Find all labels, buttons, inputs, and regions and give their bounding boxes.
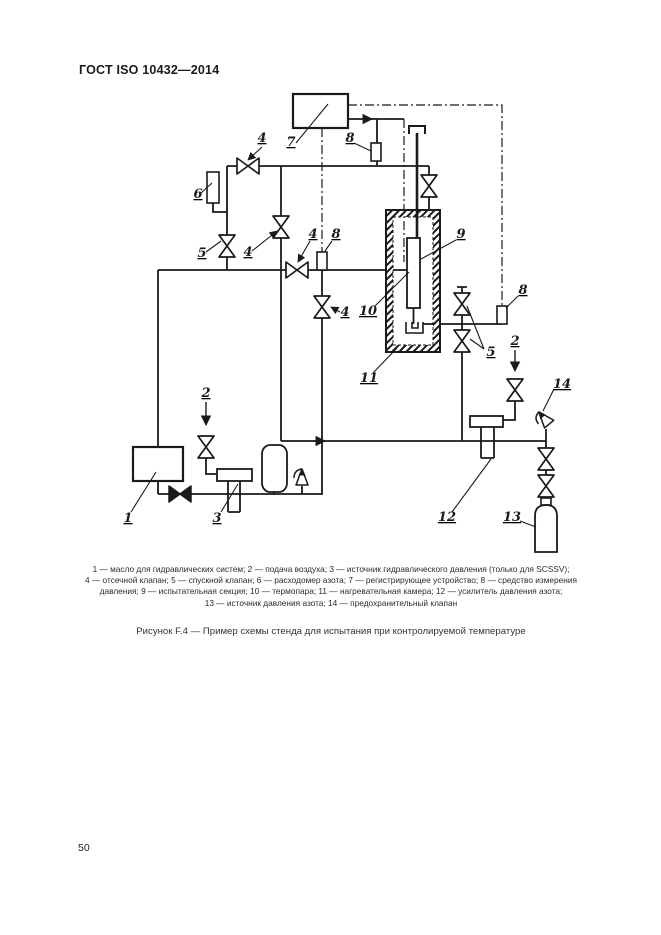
chamber-inner-wall [392, 216, 434, 346]
nitrogen-bottle [534, 497, 558, 553]
figure-caption: Рисунок F.4 — Пример схемы стенда для ис… [136, 626, 526, 637]
pipe-hydraulic-loop [157, 270, 323, 495]
oil-reservoir-box [131, 445, 185, 483]
bottle-valve-lower [537, 474, 555, 498]
figure-legend: 1 — масло для гидравлических систем; 2 —… [55, 564, 607, 609]
heating-chamber [385, 209, 441, 353]
nitrogen-flowmeter [206, 171, 220, 204]
leader-lines [130, 103, 555, 528]
label-booster-12: 12 [438, 510, 456, 525]
signal-lines [321, 104, 503, 306]
pressure-gauge-8b [316, 251, 328, 271]
check-valve [293, 467, 309, 486]
pressure-gauge-8a [370, 142, 382, 162]
label-valve-4-top: 4 [257, 131, 266, 146]
shutoff-valve-4-top [236, 157, 260, 175]
pipe-flowmeter-branch [212, 203, 227, 213]
pipe-air-to-booster [503, 400, 516, 421]
test-section [406, 237, 421, 309]
chamber-hatched-wall [386, 210, 440, 352]
signal-recorder-to-gauge8c [348, 104, 503, 306]
shutoff-valve-chamber-top [420, 174, 438, 198]
label-air-2-left: 2 [200, 386, 210, 401]
recording-device-box [291, 92, 350, 130]
label-flowmeter-6: 6 [193, 187, 202, 202]
label-relief-14: 14 [553, 377, 571, 392]
label-test-section-9: 9 [456, 227, 465, 242]
label-drain-5-left: 5 [197, 246, 206, 261]
label-gauge-8a: 8 [345, 131, 354, 146]
bottom-support-bracket [405, 322, 424, 334]
hydraulic-pressure-source [216, 468, 253, 513]
label-gauge-8b: 8 [331, 227, 340, 242]
label-thermocouple-10: 10 [359, 304, 377, 319]
pressure-gauge-8c [496, 305, 508, 325]
shutoff-valve-4-oil-line [285, 261, 309, 279]
page-number: 50 [78, 842, 90, 854]
air-valve-left [197, 435, 215, 459]
legend-line: 1 — масло для гидравлических систем; 2 —… [92, 564, 570, 574]
shutoff-valve-4-hydraulic [313, 295, 331, 319]
shutoff-valve-filled [168, 485, 192, 503]
bottle-valve-upper [537, 447, 555, 471]
legend-line: 4 — отсечной клапан; 5 — спускной клапан… [85, 575, 577, 586]
label-valve-4-hydraulic: 4 [340, 305, 349, 320]
shutoff-valve-4-riser [272, 215, 290, 239]
label-reservoir-1: 1 [123, 511, 132, 526]
label-valve-4-oil: 4 [308, 227, 317, 242]
label-pump-3: 3 [212, 511, 221, 526]
legend-line: давления; 9 — испытательная секция; 10 —… [99, 586, 563, 597]
label-gauge-8c: 8 [518, 283, 527, 298]
label-air-2-right: 2 [509, 334, 519, 349]
drain-valve-5-lower-right [453, 329, 471, 353]
label-recorder-7: 7 [286, 135, 295, 150]
label-valve-4-riser: 4 [243, 245, 252, 260]
hanger-bracket [408, 125, 426, 134]
drain-valve-5-left [218, 234, 236, 258]
document-header: ГОСТ ISO 10432—2014 [79, 63, 220, 77]
drain-valve-5-upper-right [453, 292, 471, 316]
accumulator-vessel [261, 444, 288, 493]
flow-arrows [200, 113, 521, 447]
label-chamber-11: 11 [360, 371, 378, 386]
label-drain-5-right: 5 [486, 345, 495, 360]
chamber-outer-wall [385, 209, 441, 353]
pipe-air-to-pump [205, 457, 217, 475]
air-valve-right [506, 378, 524, 402]
nitrogen-booster [469, 415, 504, 459]
legend-line: 13 — источник давления азота; 14 — предо… [204, 597, 458, 608]
label-bottle-13: 13 [503, 510, 521, 525]
